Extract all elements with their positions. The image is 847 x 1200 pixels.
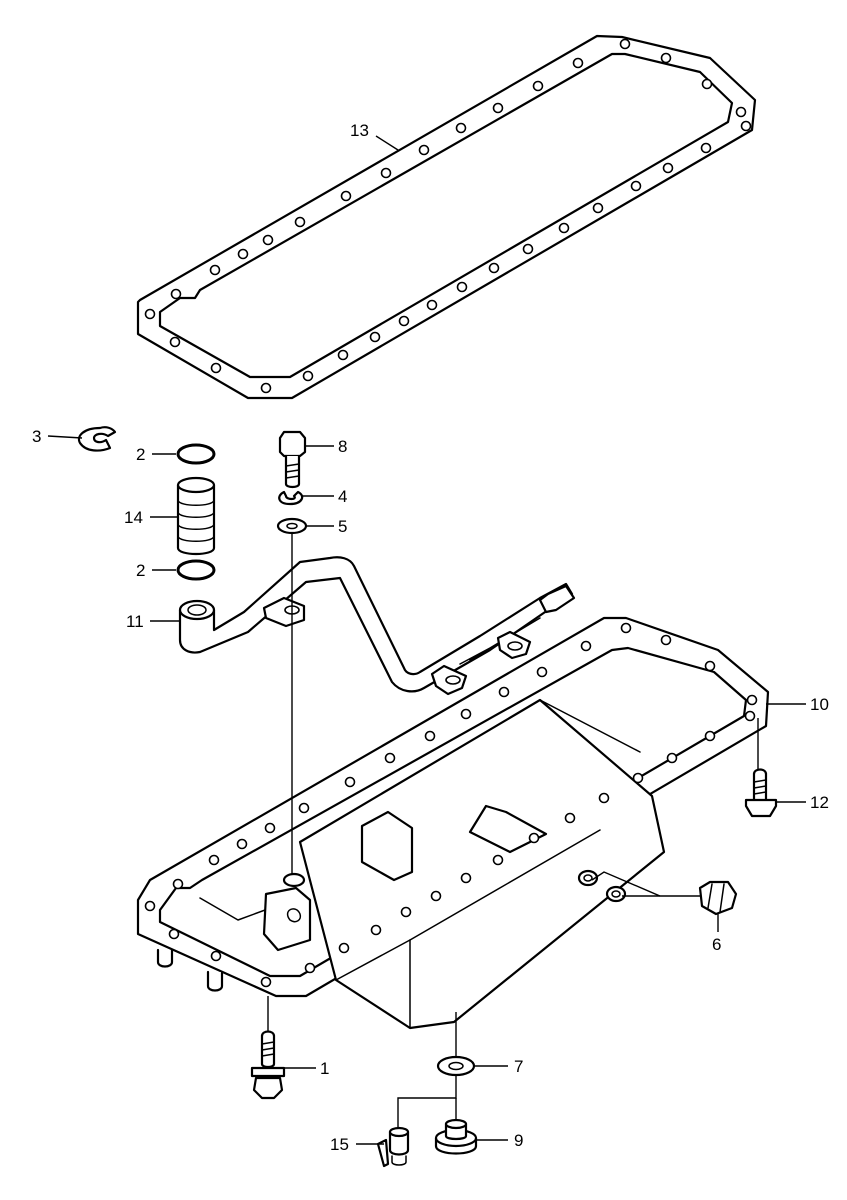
bolt-part-1 bbox=[250, 1030, 286, 1100]
callout-3: 3 bbox=[32, 427, 41, 446]
callout-2-lower: 2 bbox=[136, 561, 145, 580]
o-ring-part-2-lower bbox=[176, 559, 216, 581]
callout-1: 1 bbox=[320, 1059, 329, 1078]
oil-pan-part-10 bbox=[136, 616, 770, 1030]
callout-15: 15 bbox=[330, 1135, 349, 1154]
lock-washer-part-4 bbox=[278, 490, 304, 506]
suction-pipe-part-11 bbox=[178, 556, 576, 696]
callout-11: 11 bbox=[126, 612, 144, 631]
callout-12: 12 bbox=[810, 793, 829, 812]
callout-5: 5 bbox=[338, 517, 347, 536]
callout-7: 7 bbox=[514, 1057, 523, 1076]
callout-10: 10 bbox=[810, 695, 829, 714]
callout-9: 9 bbox=[514, 1131, 523, 1150]
sleeve-part-14 bbox=[176, 476, 216, 556]
pan-flange-bolt-holes bbox=[144, 622, 758, 988]
gasket-bolt-holes bbox=[144, 38, 752, 394]
callout-14: 14 bbox=[124, 508, 143, 527]
callout-6: 6 bbox=[712, 935, 721, 954]
bolt-part-8 bbox=[278, 430, 307, 489]
flange-bolt-part-12 bbox=[744, 768, 778, 818]
callout-labels: 13 3 2 14 2 11 8 4 5 10 12 6 1 7 9 15 bbox=[32, 121, 829, 1154]
screw-plug-part-9 bbox=[434, 1118, 478, 1155]
callout-2-upper: 2 bbox=[136, 445, 145, 464]
callout-13: 13 bbox=[350, 121, 369, 140]
drain-plug-part-6 bbox=[698, 880, 738, 916]
leader-lines bbox=[47, 135, 806, 1145]
clip-part-3 bbox=[77, 426, 117, 452]
sealing-washer-part-7 bbox=[436, 1055, 476, 1077]
washer-part-5 bbox=[276, 517, 308, 535]
gasket-part-13 bbox=[136, 34, 757, 400]
o-ring-part-2-upper bbox=[176, 443, 216, 465]
callout-4: 4 bbox=[338, 487, 347, 506]
drain-valve-part-15 bbox=[376, 1126, 410, 1168]
callout-8: 8 bbox=[338, 437, 347, 456]
